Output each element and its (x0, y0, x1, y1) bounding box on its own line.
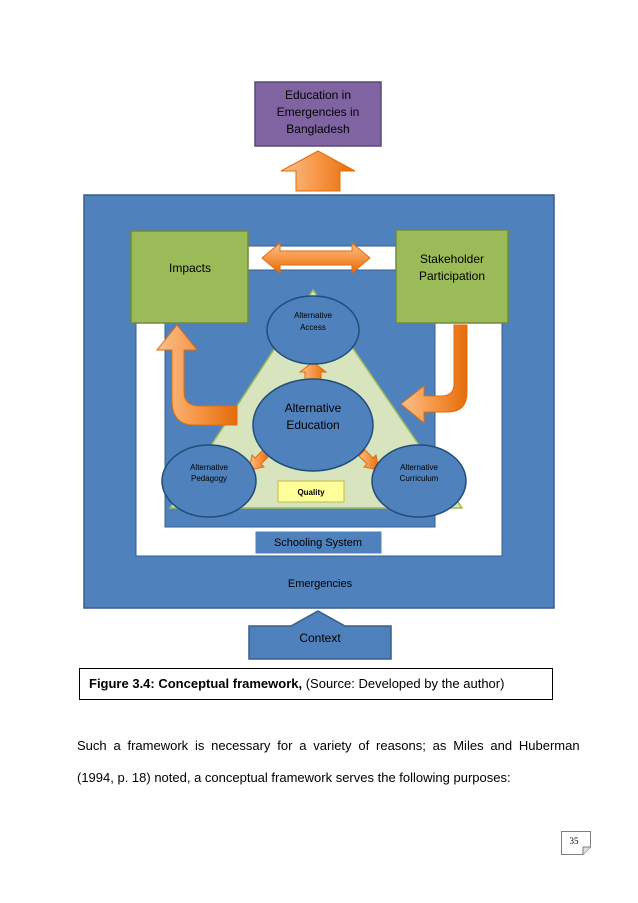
curriculum-line2: Curriculum (400, 474, 439, 483)
access-line2: Access (300, 323, 326, 332)
conceptual-framework-diagram: Education in Emergencies in Bangladesh I… (83, 81, 555, 660)
top-box-line3: Bangladesh (286, 122, 349, 136)
access-line1: Alternative (294, 311, 332, 320)
curriculum-line1: Alternative (400, 463, 438, 472)
stakeholder-line2: Participation (419, 269, 485, 283)
alternative-education-ellipse (252, 378, 374, 472)
page-number: 35 (569, 836, 579, 846)
arrow-to-curriculum (358, 449, 380, 471)
education-line2: Education (286, 418, 339, 432)
up-arrow-to-top (280, 150, 356, 192)
arrow-to-pedagogy (248, 449, 270, 471)
impacts-box (130, 230, 249, 324)
education-line1: Alternative (285, 401, 342, 415)
figure-caption: Figure 3.4: Conceptual framework, (Sourc… (79, 668, 553, 700)
paragraph-line-1: Such a framework is necessary for a vari… (77, 738, 580, 753)
context-arrow (248, 610, 392, 660)
curved-arrow-left (155, 324, 238, 426)
figure-caption-source: (Source: Developed by the author) (302, 676, 505, 691)
pedagogy-line1: Alternative (190, 463, 228, 472)
page-number-frame (561, 831, 591, 855)
pedagogy-line2: Pedagogy (191, 474, 227, 483)
top-box-line1: Education in (285, 88, 351, 102)
context-label: Context (299, 631, 341, 645)
curved-arrow-right (400, 324, 468, 425)
top-box-line2: Emergencies in (277, 105, 360, 119)
figure-caption-label: Figure 3.4: Conceptual framework, (89, 676, 303, 691)
quality-box (277, 480, 345, 503)
alternative-pedagogy-ellipse (161, 444, 257, 518)
alternative-curriculum-ellipse (371, 444, 467, 518)
impacts-label: Impacts (169, 261, 211, 275)
paragraph-line-2: (1994, p. 18) noted, a conceptual framew… (77, 770, 511, 785)
quality-label: Quality (297, 488, 325, 497)
stakeholder-box (395, 229, 509, 324)
alternative-access-ellipse (266, 295, 360, 365)
double-arrow (261, 241, 371, 275)
schooling-system-label: Schooling System (274, 537, 362, 549)
stakeholder-line1: Stakeholder (420, 252, 484, 266)
emergencies-label: Emergencies (288, 578, 353, 590)
top-box (254, 81, 382, 147)
page-number-box: 35 (561, 831, 591, 855)
schooling-system-label-box (254, 530, 383, 555)
